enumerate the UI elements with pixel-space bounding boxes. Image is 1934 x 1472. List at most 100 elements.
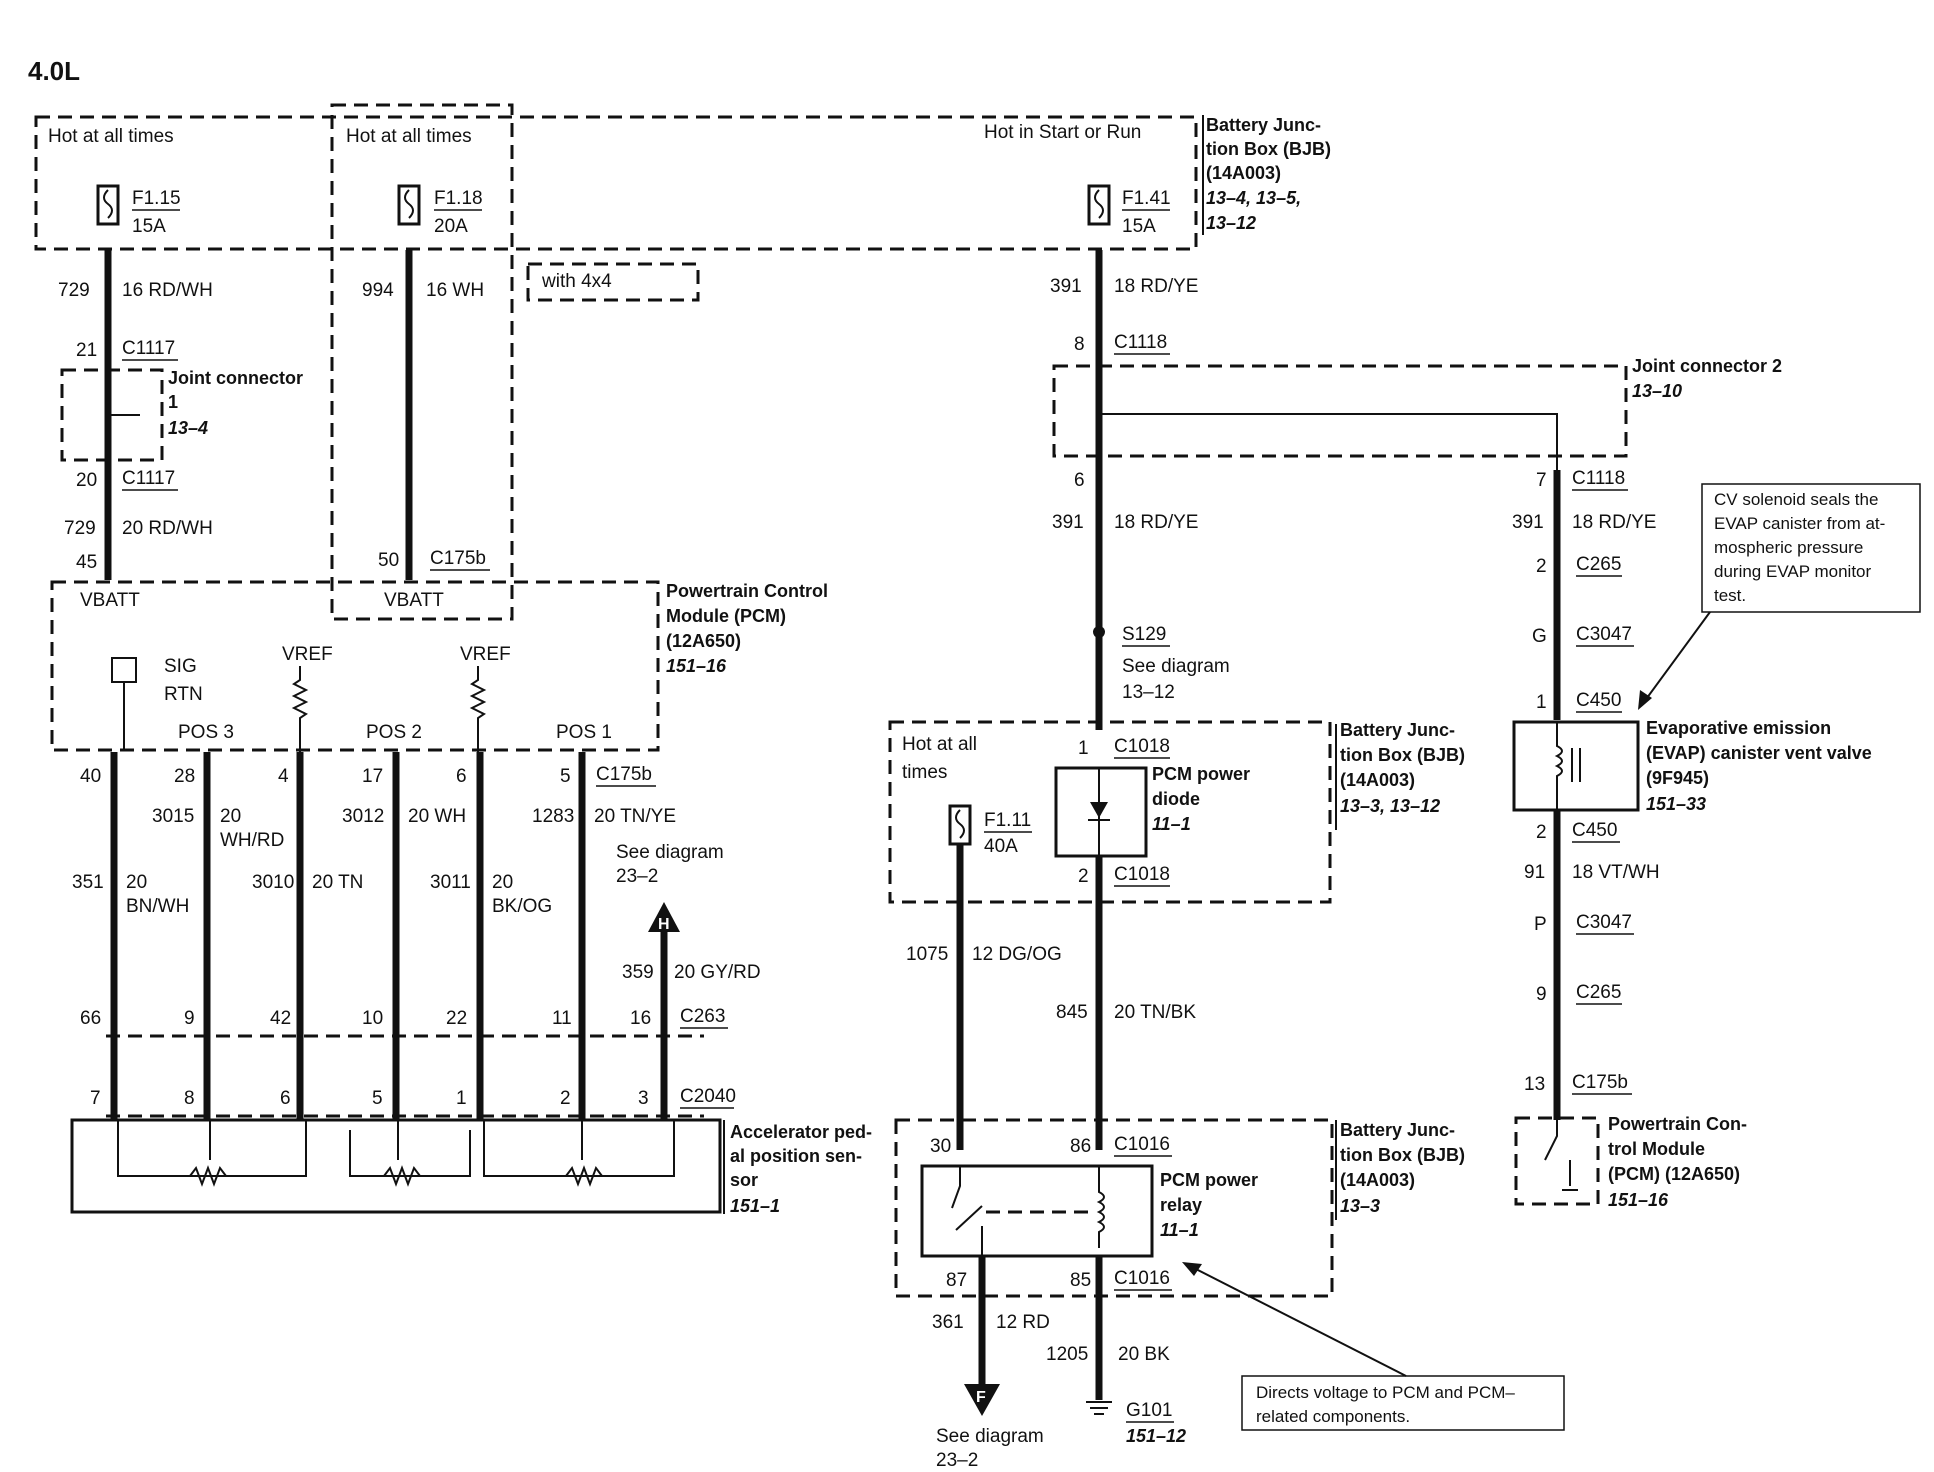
splice-s129-note-1: See diagram: [1122, 656, 1230, 677]
relay-note-leader: [1189, 1265, 1407, 1377]
conn-c1118-b: C1118: [1572, 468, 1625, 489]
pin-ep: P: [1534, 914, 1547, 935]
wire-1075-gauge: 12 DG/OG: [972, 944, 1062, 965]
hot-label-right: Hot in Start or Run: [984, 122, 1141, 143]
bjb-low-ref: 13–3: [1340, 1196, 1380, 1216]
wire-351-gauge: 20: [126, 872, 147, 893]
pcm-rtn: RTN: [164, 684, 203, 705]
hot-label-mid: Hot at all times: [346, 126, 472, 147]
hot-label-left: Hot at all times: [48, 126, 174, 147]
pin-5: 5: [560, 766, 571, 787]
wire-3015-gauge: 20: [220, 806, 241, 827]
arrow-f-label: F: [976, 1389, 986, 1406]
evap-label-3: (9F945): [1646, 768, 1709, 788]
app-sensor-label-2: al position sen-: [730, 1146, 862, 1166]
fuse-f111-id: F1.11: [984, 810, 1031, 831]
wire-391-circuit-b: 391: [1052, 512, 1084, 533]
wire-3010-circuit: 3010: [252, 872, 294, 893]
wire-3012-gauge: 20 WH: [408, 806, 466, 827]
pin-6b: 6: [456, 766, 467, 787]
conn-c265-a: C265: [1576, 554, 1621, 575]
diode-label-1: PCM power: [1152, 764, 1250, 784]
pcm-vref-1: VREF: [282, 644, 333, 665]
bjb-mid-label-1: Battery Junc-: [1340, 720, 1455, 740]
wire-1205-circuit: 1205: [1046, 1344, 1088, 1365]
pin-e2: 2: [1536, 822, 1547, 843]
fuse-f111-amp: 40A: [984, 836, 1018, 857]
arrow-f-icon: [964, 1384, 1000, 1416]
cv-note-box: [1701, 483, 1921, 613]
bjb-top: Hot at all times Hot at all times Hot in…: [34, 103, 1331, 621]
wire-391-gauge-c: 18 RD/YE: [1572, 512, 1656, 533]
pin-22: 22: [446, 1008, 467, 1029]
joint2-bus: [1099, 413, 1558, 470]
splice-s129-id: S129: [1122, 624, 1166, 645]
ground-icon: [1086, 1401, 1112, 1415]
cv-note-leader: [1643, 611, 1711, 703]
joint1-label: Joint connector: [168, 368, 303, 388]
pin-50: 50: [378, 550, 399, 571]
pin-q8: 8: [184, 1088, 195, 1109]
conn-c265-b: C265: [1576, 982, 1621, 1003]
wire-1205-gauge: 20 BK: [1118, 1344, 1170, 1365]
pcm2-outline: [1514, 1116, 1600, 1206]
conn-c3047-a: C3047: [1576, 624, 1632, 645]
joint2-ref: 13–10: [1632, 381, 1682, 401]
app-sensor-potentiometers-icon: [117, 1120, 675, 1187]
pcm-power-relay-box: [920, 1164, 1154, 1258]
diode-ref: 11–1: [1152, 814, 1191, 834]
pcm-vref-2: VREF: [460, 644, 511, 665]
fuse-f141-icon: [1087, 184, 1111, 226]
wire-729-circuit-a: 729: [58, 280, 90, 301]
joint-connector-1: [60, 368, 164, 462]
app-sensor-ref: 151–1: [730, 1196, 780, 1216]
wire-391-circuit-a: 391: [1050, 276, 1082, 297]
bjb-top-ref-2: 13–12: [1206, 213, 1256, 233]
cv-note-1: CV solenoid seals the: [1714, 490, 1878, 509]
pcm2-label-2: trol Module: [1608, 1139, 1705, 1159]
joint2-label: Joint connector 2: [1632, 356, 1782, 376]
wire-3015-circuit: 3015: [152, 806, 194, 827]
pcm-label-1: Powertrain Control: [666, 581, 828, 601]
wire-845-circuit: 845: [1056, 1002, 1088, 1023]
conn-c1118-a: C1118: [1114, 332, 1167, 353]
wire-91-circuit: 91: [1524, 862, 1545, 883]
conn-c1016-b: C1016: [1114, 1268, 1170, 1289]
vref-resistor-1-icon: [291, 666, 309, 758]
fuse-f115-id: F1.15: [132, 188, 181, 209]
pin-21: 21: [76, 340, 97, 361]
wire-3015-color: WH/RD: [220, 830, 284, 851]
pin-r85: 85: [1070, 1270, 1091, 1291]
bjb-top-label-3: (14A003): [1206, 163, 1281, 183]
bjb-top-label-1: Battery Junc-: [1206, 115, 1321, 135]
fuse-f115-icon: [96, 184, 120, 226]
pin-10: 10: [362, 1008, 383, 1029]
joint1-number: 1: [168, 392, 178, 412]
pin-g: G: [1532, 626, 1547, 647]
fuse-f115-amp: 15A: [132, 216, 166, 237]
relay-ref: 11–1: [1160, 1220, 1199, 1240]
pin-q3: 3: [638, 1088, 649, 1109]
wire-391-gauge-a: 18 RD/YE: [1114, 276, 1198, 297]
pcm-label-3: (12A650): [666, 631, 741, 651]
pcm-label-2: Module (PCM): [666, 606, 786, 626]
wire-729-circuit-b: 729: [64, 518, 96, 539]
cv-note-3: mospheric pressure: [1714, 538, 1863, 557]
evap-valve-box: [1512, 720, 1640, 812]
pin-q7: 7: [90, 1088, 101, 1109]
fuse-f118-amp: 20A: [434, 216, 468, 237]
pcm-sensor-wires: [110, 752, 668, 1120]
bjb-top-label-2: tion Box (BJB): [1206, 139, 1331, 159]
bjb-mid-label-2: tion Box (BJB): [1340, 745, 1465, 765]
relay-note-box: [1241, 1375, 1565, 1431]
wire-361-circuit: 361: [932, 1312, 964, 1333]
cv-note-2: EVAP canister from at-: [1714, 514, 1885, 533]
bjb-top-inner-outline: [330, 103, 514, 621]
conn-c263: C263: [680, 1006, 725, 1027]
vref-resistor-2-icon: [469, 666, 487, 758]
wire-391-gauge-b: 18 RD/YE: [1114, 512, 1198, 533]
app-sensor-box: [70, 1118, 722, 1214]
wire-994-circuit: 994: [362, 280, 394, 301]
pin-q5: 5: [372, 1088, 383, 1109]
pcm-vbatt-left: VBATT: [80, 590, 140, 611]
